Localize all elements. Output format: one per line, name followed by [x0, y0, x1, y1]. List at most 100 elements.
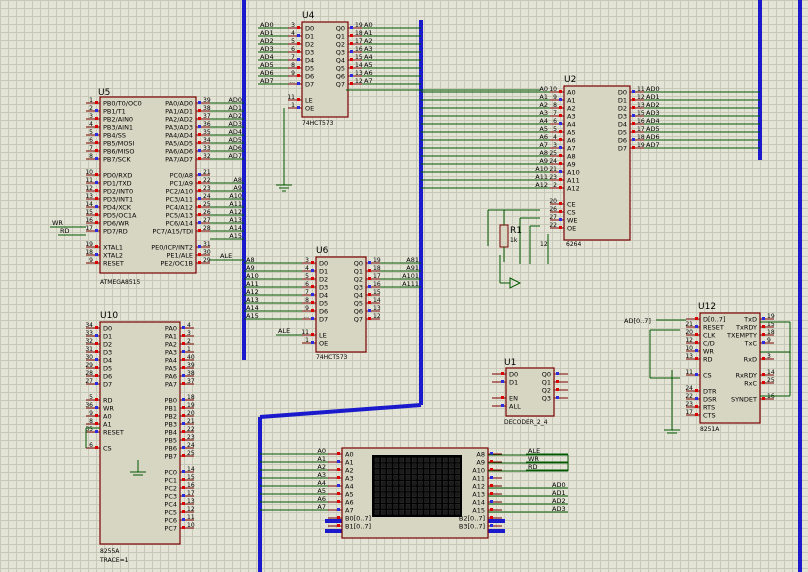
- pin-number: 37: [187, 378, 195, 385]
- pin-name: D2: [618, 105, 627, 113]
- pin-name: PC1: [164, 477, 177, 485]
- display-cell: [380, 486, 386, 492]
- chip-u4[interactable]: U474HCT573D03D14D25D36D47D58D69D7...LE11…: [287, 11, 362, 127]
- chip-body[interactable]: [563, 85, 631, 241]
- pin-name: Q6: [354, 308, 363, 316]
- display-cell: [449, 498, 454, 503]
- pin-name: PC7: [164, 525, 177, 533]
- pin-state-marker: [95, 358, 98, 361]
- u4-output-net-label: A6: [364, 69, 373, 77]
- chip-body[interactable]: [99, 321, 181, 545]
- u5-port-a-net-label: AD6: [228, 144, 242, 152]
- pin-name: PE0/ICP/INT2: [151, 244, 193, 252]
- display-cell: [430, 480, 436, 486]
- pin-name: PD1/TXD: [103, 180, 132, 188]
- u6-input-net-label: A11: [246, 280, 259, 288]
- pin-state-marker: [95, 125, 98, 128]
- logic-analyzer-input-net-label: A3: [317, 471, 326, 479]
- pin-number: 12: [187, 506, 195, 513]
- pin-number: 34: [203, 137, 211, 144]
- pin-name: A4: [345, 483, 354, 491]
- u6-output-net-label: A91: [406, 264, 419, 272]
- pin-state-marker: [182, 382, 185, 385]
- display-cell: [411, 469, 417, 474]
- pin-name: D6: [618, 137, 627, 145]
- pin-number: 19: [373, 257, 381, 264]
- pin-name: B2[0..7]: [459, 515, 485, 523]
- pin-number: 30: [203, 249, 211, 256]
- u5-port-a-net-label: AD7: [228, 152, 242, 160]
- pin-state-marker: [632, 130, 635, 133]
- pin-state-marker: [695, 333, 698, 336]
- display-cell: [393, 469, 398, 474]
- pin-state-marker: [490, 492, 493, 495]
- pin-state-marker: [559, 170, 562, 173]
- chip-u10[interactable]: U108255ATRACE=1D034D133D232D331D430D529D…: [85, 311, 194, 564]
- pin-number: 17: [85, 225, 93, 232]
- display-cell: [418, 498, 423, 503]
- pin-state-marker: [556, 380, 559, 383]
- pin-state-marker: [95, 109, 98, 112]
- chip-u5[interactable]: U5ATMEGA8515PB0/T0/OC01PB1/T12PB2/AIN03P…: [85, 88, 210, 286]
- display-cell: [387, 457, 392, 463]
- pin-state-marker: [182, 526, 185, 529]
- pin-name: D2: [305, 41, 314, 49]
- chip-u2[interactable]: U26264A010A19A28A37A46A55A64A73A825A924A…: [549, 75, 644, 248]
- pin-name: RESET: [703, 324, 724, 332]
- display-cell: [436, 486, 442, 492]
- u2-data-net-label: AD1: [646, 93, 660, 101]
- chip-u6[interactable]: U674HCT573D03D14D25D36D47D58D69D7...LE11…: [301, 246, 380, 361]
- pin-name: A11: [567, 177, 580, 185]
- chip-part-label: 8251A: [700, 426, 720, 433]
- chip-body[interactable]: [315, 256, 367, 353]
- chip-body[interactable]: [99, 96, 197, 274]
- pin-number: 1: [291, 102, 295, 109]
- pin-name: CTS: [703, 412, 716, 420]
- chip-u12[interactable]: U128251AD[0..7]RESET21CLK20C/D12WR10RD13…: [685, 302, 774, 433]
- pin-number: 34: [85, 322, 93, 329]
- pin-name: A15: [472, 507, 485, 515]
- u4-output-net-label: A4: [364, 53, 373, 61]
- pin-name: D3: [103, 349, 112, 357]
- display-cell: [393, 492, 398, 498]
- pin-number: 38: [203, 105, 211, 112]
- pin-name: EN: [509, 395, 518, 403]
- display-cell: [405, 498, 411, 503]
- pin-name: PB1/T1: [103, 108, 126, 116]
- pin-name: PA7/AD7: [165, 156, 193, 164]
- display-cell: [455, 492, 460, 498]
- pin-name: PC4/A12: [165, 204, 193, 212]
- pin-state-marker: [182, 422, 185, 425]
- display-cell: [418, 475, 423, 480]
- pin-number: 15: [637, 110, 645, 117]
- pin-state-marker: [695, 397, 698, 400]
- pin-state-marker: [556, 388, 559, 391]
- chip-body[interactable]: [301, 21, 349, 118]
- chip-body[interactable]: [699, 312, 761, 424]
- logic-analyzer-control-net-label: RD: [528, 463, 538, 471]
- pin-name: B3[0..7]: [459, 523, 485, 531]
- pin-name: RESET: [103, 260, 124, 268]
- pin-state-marker: [297, 106, 300, 109]
- display-cell: [424, 457, 429, 463]
- pin-number: 6: [89, 137, 93, 144]
- pin-state-marker: [297, 50, 300, 53]
- pin-number: 1: [187, 346, 191, 353]
- pin-state-marker: [95, 446, 98, 449]
- chip-body[interactable]: [505, 367, 555, 417]
- wires-and-misc: [50, 27, 791, 517]
- pin-number: 27: [203, 217, 211, 224]
- pin-number: 21: [685, 321, 693, 328]
- pin-name: PC5/A13: [165, 212, 193, 220]
- pin-state-marker: [297, 34, 300, 37]
- pin-state-marker: [501, 396, 504, 399]
- pin-name: A3: [567, 113, 576, 121]
- chip-ref-label: U2: [564, 75, 576, 85]
- pin-number: 18: [85, 249, 93, 256]
- pin-state-marker: [559, 106, 562, 109]
- display-cell: [442, 509, 448, 515]
- u5-port-c-net-label: A8: [233, 176, 242, 184]
- pin-number: 16: [85, 217, 93, 224]
